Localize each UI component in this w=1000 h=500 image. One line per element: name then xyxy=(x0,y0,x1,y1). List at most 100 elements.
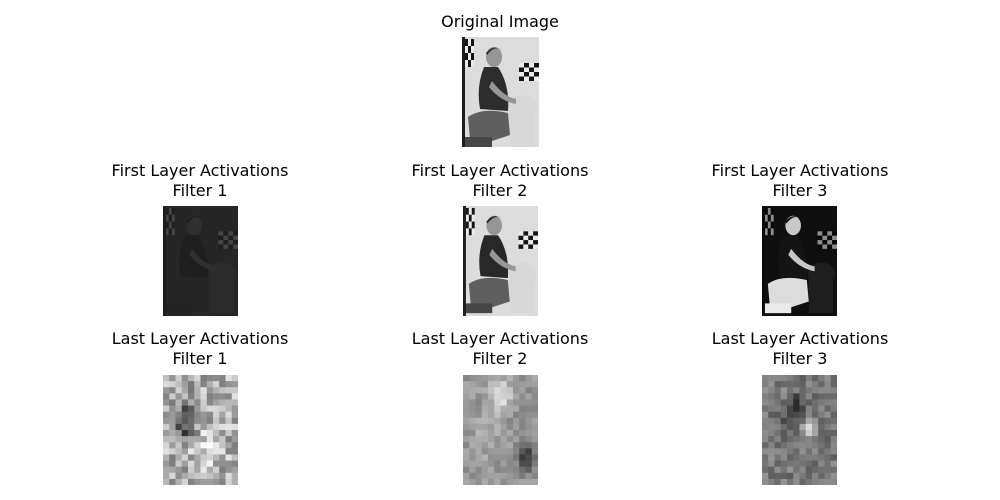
activation-cell xyxy=(787,399,794,407)
title-line-1: First Layer Activations xyxy=(411,161,589,180)
activation-cell xyxy=(494,405,502,413)
activation-cell xyxy=(475,405,483,413)
person-legs xyxy=(468,277,510,308)
activation-cell xyxy=(481,472,489,480)
activation-cell xyxy=(531,399,538,407)
activation-cell xyxy=(812,460,819,468)
activation-cell xyxy=(506,454,514,462)
activation-cell xyxy=(194,448,202,456)
activation-cell xyxy=(805,423,813,431)
activation-cell xyxy=(194,436,202,443)
activation-cell xyxy=(780,466,788,474)
activation-cell xyxy=(768,417,776,425)
activation-cell xyxy=(768,375,776,382)
activation-cell xyxy=(812,411,819,419)
activation-cell xyxy=(793,454,801,462)
activation-cell xyxy=(780,417,788,425)
activation-cell xyxy=(525,381,533,388)
activation-cell xyxy=(213,399,220,407)
activation-cell xyxy=(519,381,527,388)
checker-cell xyxy=(528,231,534,236)
activation-cell xyxy=(513,442,520,449)
activation-cell xyxy=(812,387,819,394)
activation-cell xyxy=(519,442,527,449)
activation-cell xyxy=(206,460,214,468)
activation-cell xyxy=(830,436,837,443)
activation-cell xyxy=(225,375,233,382)
activation-cell xyxy=(469,466,477,474)
activation-cell xyxy=(163,466,170,474)
activation-cell xyxy=(513,393,520,401)
person-head xyxy=(486,47,502,67)
activation-cell xyxy=(500,460,508,468)
activation-cell xyxy=(762,423,769,431)
activation-cell xyxy=(780,375,788,382)
checker-cell xyxy=(468,60,471,67)
checker-cell xyxy=(523,235,529,241)
activation-cell xyxy=(519,466,527,474)
title-line-1: Last Layer Activations xyxy=(711,329,889,348)
checker-cell xyxy=(822,240,828,245)
checker-cell xyxy=(468,46,471,53)
checker-cell xyxy=(767,221,771,229)
activation-cell xyxy=(200,448,208,456)
activation-cell xyxy=(469,454,477,462)
activation-cell xyxy=(194,381,202,388)
activation-cell xyxy=(812,448,819,456)
activation-cell xyxy=(774,436,782,443)
activation-cell xyxy=(175,436,183,443)
activation-cell xyxy=(525,442,533,449)
activation-cell xyxy=(762,442,769,449)
activation-cell xyxy=(824,454,832,462)
activation-cell xyxy=(194,454,202,462)
activation-cell xyxy=(506,387,514,394)
activation-cell xyxy=(500,399,508,407)
activation-cell xyxy=(469,442,477,449)
activation-cell xyxy=(469,478,477,485)
activation-cell xyxy=(824,430,832,437)
activation-cell xyxy=(219,436,227,443)
activation-cell xyxy=(469,448,477,456)
activation-cell xyxy=(513,399,520,407)
activation-cell xyxy=(475,478,483,485)
activation-cell xyxy=(780,436,788,443)
activation-cell xyxy=(805,460,813,468)
person-head xyxy=(186,215,202,236)
person-legs xyxy=(168,277,210,308)
activation-cell xyxy=(762,393,769,401)
activation-cell xyxy=(463,436,470,443)
person-arm xyxy=(489,81,516,104)
activation-cell xyxy=(799,460,807,468)
checker-cell xyxy=(468,39,471,46)
activation-cell xyxy=(188,381,195,388)
activation-cell xyxy=(181,405,189,413)
activation-cell xyxy=(799,405,807,413)
activation-cell xyxy=(494,387,502,394)
activation-cell xyxy=(181,375,189,382)
activation-cell xyxy=(780,387,788,394)
activation-cell xyxy=(525,405,533,413)
checker-cell xyxy=(832,231,837,236)
activation-cell xyxy=(163,442,170,449)
activation-cell xyxy=(812,436,819,443)
activation-cell xyxy=(787,478,794,485)
checker-cell xyxy=(218,240,224,245)
activation-cell xyxy=(181,381,189,388)
checker-cell xyxy=(528,244,534,249)
checker-cell xyxy=(767,228,771,236)
activation-cell xyxy=(181,448,189,456)
activation-cell xyxy=(768,405,776,413)
activation-cell xyxy=(175,478,183,485)
activation-cell xyxy=(181,399,189,407)
title-line-2: Filter 2 xyxy=(472,181,528,200)
checker-cell xyxy=(233,244,238,249)
activation-cell xyxy=(169,423,177,431)
activation-cell xyxy=(469,381,477,388)
activation-cell xyxy=(200,460,208,468)
activation-cell xyxy=(169,436,177,443)
activation-cell xyxy=(206,387,214,394)
first-layer-filter-3-image xyxy=(762,206,837,316)
activation-cell xyxy=(768,381,776,388)
activation-cell xyxy=(818,411,826,419)
activation-cell xyxy=(519,448,527,456)
